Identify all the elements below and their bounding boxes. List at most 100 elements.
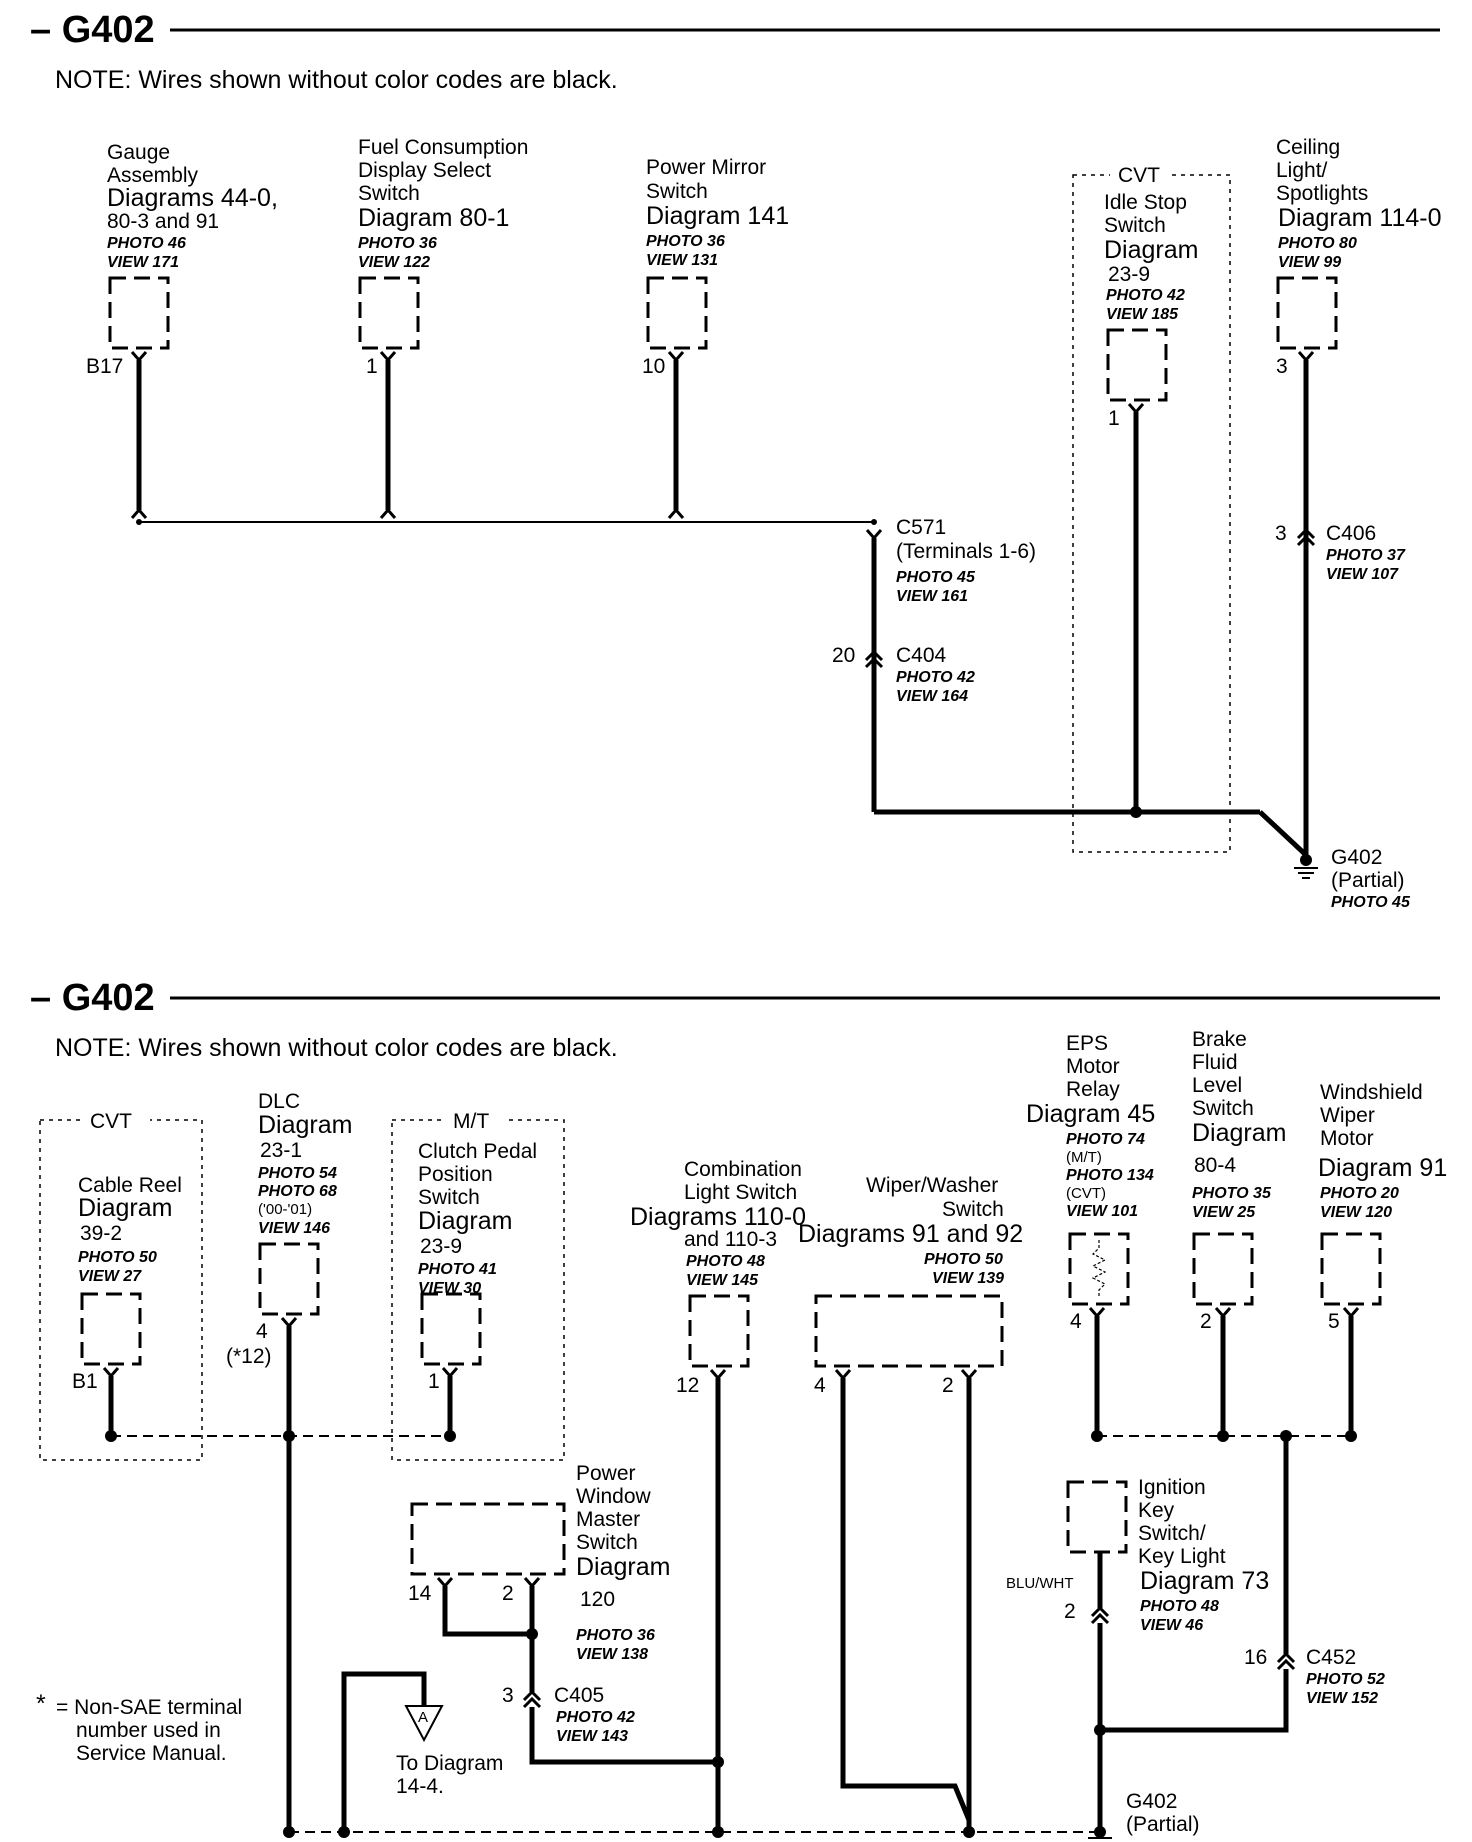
c406-pin: 3 xyxy=(1275,522,1287,545)
ceiling-label-4: Diagram 114-0 xyxy=(1278,204,1442,232)
clutch-pin: 1 xyxy=(428,1370,440,1393)
wiper-sw-pin-b: 2 xyxy=(942,1374,954,1397)
c404-photo: PHOTO 42 xyxy=(896,669,975,686)
inline-connector-icon xyxy=(1296,527,1316,547)
terminal-icon xyxy=(1297,351,1315,363)
ceiling-label-1: Ceiling xyxy=(1276,136,1340,159)
c406-connector: 3 C406 PHOTO 37 VIEW 107 xyxy=(1275,522,1406,583)
ignition-key-switch: Ignition Key Switch/ Key Light Diagram 7… xyxy=(1006,1476,1269,1634)
top-ground: G402 (Partial) PHOTO 45 xyxy=(1294,846,1411,911)
wiper-sw-view: VIEW 139 xyxy=(932,1270,1004,1287)
offpage-connector-a: A To Diagram 14-4. xyxy=(396,1705,503,1798)
idle-pin: 1 xyxy=(1108,407,1120,430)
c571-view: VIEW 161 xyxy=(896,588,968,605)
brake-label-4: Switch xyxy=(1192,1097,1254,1120)
idle-label-4: 23-9 xyxy=(1108,263,1150,286)
c452-connector: 16 C452 PHOTO 52 VIEW 152 xyxy=(1244,1646,1385,1707)
terminal-icon xyxy=(1214,1307,1232,1319)
cvt-label: CVT xyxy=(1118,164,1160,187)
fuel-label-4: Diagram 80-1 xyxy=(358,204,509,232)
eps-photo1: PHOTO 74 xyxy=(1066,1131,1145,1148)
terminal-icon xyxy=(1127,403,1145,415)
footnote-line-2: number used in xyxy=(76,1719,221,1742)
ignition-view: VIEW 46 xyxy=(1140,1617,1203,1634)
idle-photo: PHOTO 42 xyxy=(1106,287,1185,304)
ignition-label-3: Switch/ xyxy=(1138,1522,1206,1545)
wiper-motor-view: VIEW 120 xyxy=(1320,1204,1392,1221)
eps-cvt: (CVT) xyxy=(1066,1185,1106,1202)
combo-view: VIEW 145 xyxy=(686,1272,759,1289)
c571-connector: C571 (Terminals 1-6) PHOTO 45 VIEW 161 xyxy=(896,516,1036,605)
ignition-label-1: Ignition xyxy=(1138,1476,1206,1499)
bottom-title: – G402 xyxy=(30,977,155,1019)
c404-view: VIEW 164 xyxy=(896,688,968,705)
cable-reel: CVT Cable Reel Diagram 39-2 PHOTO 50 VIE… xyxy=(39,1108,203,1461)
clutch-pedal-switch: M/T Clutch Pedal Position Switch Diagram… xyxy=(391,1108,565,1461)
footnote-star: * xyxy=(36,1690,46,1718)
terminal-icon xyxy=(379,351,397,363)
relay-coil-icon xyxy=(1091,1240,1107,1298)
ignition-photo: PHOTO 48 xyxy=(1140,1598,1219,1615)
terminal-icon xyxy=(865,529,883,541)
clutch-number: 23-9 xyxy=(420,1235,462,1258)
top-ground-label: G402 xyxy=(1331,846,1382,869)
cvt-enclosure xyxy=(1072,174,1231,853)
terminal-icon xyxy=(667,507,685,519)
fuel-label-3: Switch xyxy=(358,182,420,205)
wiper-motor-connector xyxy=(1320,1232,1382,1306)
footnote-line-1: = Non-SAE terminal xyxy=(56,1696,242,1719)
dlc-photo2: PHOTO 68 xyxy=(258,1183,337,1200)
ignition-connector xyxy=(1066,1480,1128,1554)
clutch-enclosure xyxy=(391,1119,565,1461)
top-title: – G402 xyxy=(30,9,155,51)
fuel-consumption-switch: Fuel Consumption Display Select Switch D… xyxy=(358,136,528,378)
wiper-sw-pin-a: 4 xyxy=(814,1374,826,1397)
footnote-line-3: Service Manual. xyxy=(76,1742,227,1765)
c406-view: VIEW 107 xyxy=(1326,566,1399,583)
inline-connector-icon xyxy=(1276,1651,1296,1671)
clutch-diagram: Diagram xyxy=(418,1207,512,1235)
wiper-sw-label-3: Diagrams 91 and 92 xyxy=(798,1220,1023,1248)
terminal-icon xyxy=(379,507,397,519)
ground-icon xyxy=(1300,854,1312,866)
combo-label-2: Light Switch xyxy=(684,1181,797,1204)
bottom-section: – G402 NOTE: Wires shown without color c… xyxy=(30,977,1447,1839)
pwm-label-6: 120 xyxy=(580,1588,615,1611)
combo-photo: PHOTO 48 xyxy=(686,1253,765,1270)
fuel-photo: PHOTO 36 xyxy=(358,235,437,252)
fuel-pin: 1 xyxy=(366,355,378,378)
c404-label: C404 xyxy=(896,644,947,667)
gauge-view: VIEW 171 xyxy=(107,254,179,271)
wiper-sw-photo: PHOTO 50 xyxy=(924,1251,1003,1268)
ignition-label-2: Key xyxy=(1138,1499,1175,1522)
brake-label-3: Level xyxy=(1192,1074,1242,1097)
c406-label: C406 xyxy=(1326,522,1376,545)
brake-photo: PHOTO 35 xyxy=(1192,1185,1272,1202)
eps-label-3: Relay xyxy=(1066,1078,1120,1101)
pwm-label-1: Power xyxy=(576,1462,636,1485)
wiper-motor-label-3: Motor xyxy=(1320,1127,1374,1150)
bottom-wires xyxy=(105,1316,1357,1838)
brake-pin: 2 xyxy=(1200,1310,1212,1333)
brake-view: VIEW 25 xyxy=(1192,1204,1256,1221)
terminal-icon xyxy=(130,507,148,519)
eps-label-4: Diagram 45 xyxy=(1026,1100,1155,1128)
combo-label-1: Combination xyxy=(684,1158,802,1181)
cvt-idle-stop-switch: CVT Idle Stop Switch Diagram 23-9 PHOTO … xyxy=(1072,163,1231,853)
eps-motor-relay: EPS Motor Relay Diagram 45 PHOTO 74 (M/T… xyxy=(1026,1032,1155,1333)
wiper-sw-label-1: Wiper/Washer xyxy=(866,1174,998,1197)
ceiling-view: VIEW 99 xyxy=(1278,254,1341,271)
inline-connector-icon xyxy=(1090,1605,1110,1625)
ceiling-photo: PHOTO 80 xyxy=(1278,235,1357,252)
dlc: DLC Diagram 23-1 PHOTO 54 PHOTO 68 ('00-… xyxy=(226,1090,352,1368)
dlc-label: DLC xyxy=(258,1090,300,1113)
wiper-sw-connector xyxy=(814,1294,1004,1368)
bottom-ground-label: G402 xyxy=(1126,1790,1177,1813)
c405-pin: 3 xyxy=(502,1684,514,1707)
gauge-label-2: Assembly xyxy=(107,164,199,187)
pwm-view: VIEW 138 xyxy=(576,1646,648,1663)
c405-view: VIEW 143 xyxy=(556,1728,628,1745)
pwm-label-5: Diagram xyxy=(576,1553,670,1581)
dlc-number: 23-1 xyxy=(260,1139,302,1162)
